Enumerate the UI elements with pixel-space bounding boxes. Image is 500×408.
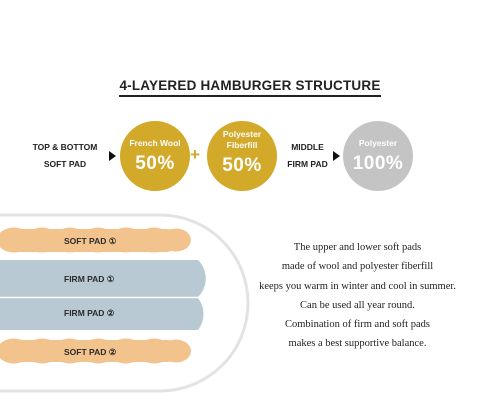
plus-icon: +	[190, 145, 200, 164]
firm-pad-2-label: FIRM PAD ②	[64, 308, 115, 318]
page-title: 4-LAYERED HAMBURGER STRUCTURE	[0, 78, 500, 97]
soft-pad-2-label: SOFT PAD ②	[64, 347, 117, 357]
arrow-right-icon	[333, 151, 340, 161]
soft-pad-bottom	[0, 338, 191, 364]
middle-firm-pad-label: MIDDLE FIRM PAD	[287, 142, 328, 169]
firm-pad-2	[0, 298, 204, 330]
firm-pad-1-label: FIRM PAD ①	[64, 274, 115, 284]
firm-pad-1	[0, 260, 206, 297]
polyester-circle: Polyester 100%	[343, 121, 413, 191]
polyester-fiberfill-circle: Polyester Fiberfill 50%	[207, 121, 277, 191]
french-wool-circle: French Wool 50%	[120, 121, 190, 191]
description-text: The upper and lower soft pads made of wo…	[259, 242, 456, 350]
arrow-right-icon	[109, 151, 116, 161]
soft-pad-1-label: SOFT PAD ①	[64, 236, 117, 246]
top-bottom-soft-pad-label: TOP & BOTTOM SOFT PAD	[32, 142, 98, 169]
soft-pad-top	[0, 227, 191, 253]
